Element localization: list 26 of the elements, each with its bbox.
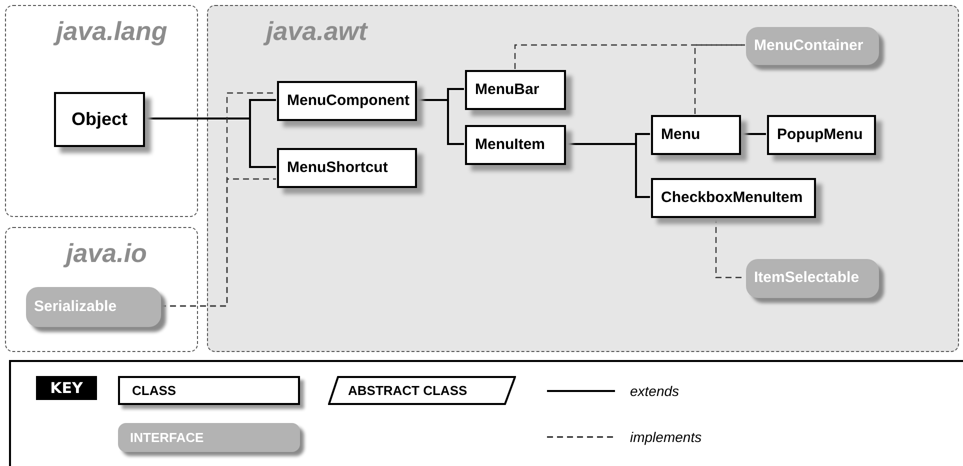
package-frame	[5, 227, 198, 352]
class-box: MenuItem	[465, 125, 566, 165]
class-box: MenuBar	[465, 70, 566, 110]
dashed-connector	[160, 178, 276, 307]
class-legend-sample: CLASS	[118, 376, 300, 405]
class-box: Object	[54, 92, 145, 147]
connector-line	[740, 133, 766, 135]
interface-box: MenuContainer	[746, 27, 879, 65]
interface-box: Serializable	[26, 287, 161, 327]
package-frame	[207, 5, 959, 352]
interface-legend-sample: INTERFACE	[118, 423, 300, 452]
legend-label: extends	[630, 382, 680, 401]
connector-line	[416, 99, 464, 145]
class-box: CheckboxMenuItem	[651, 178, 816, 218]
key-badge: KEY	[36, 376, 97, 400]
legend-label: implements	[630, 428, 702, 447]
dashed-connector	[514, 44, 745, 69]
connector-line	[565, 143, 650, 198]
class-box: Menu	[651, 115, 741, 155]
class-box: MenuShortcut	[277, 148, 417, 188]
dashed-connector	[694, 44, 745, 114]
interface-box: ItemSelectable	[746, 259, 879, 298]
package-frame	[5, 5, 198, 217]
class-box: PopupMenu	[767, 115, 876, 155]
abstract-class-legend-sample: ABSTRACT CLASS	[328, 376, 516, 405]
class-box: MenuComponent	[277, 81, 417, 121]
